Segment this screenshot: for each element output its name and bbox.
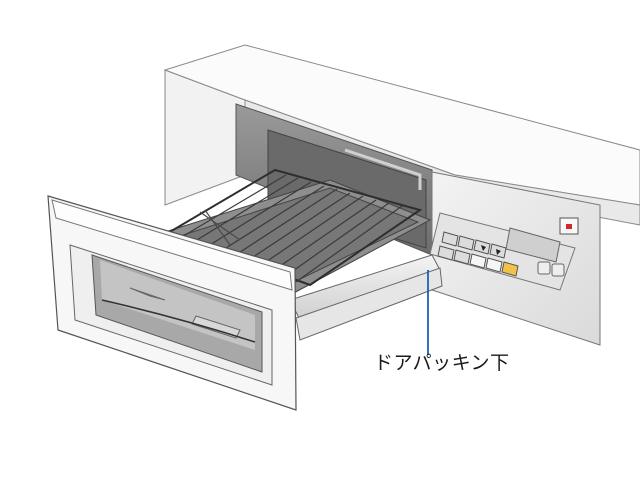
start-button[interactable]: [501, 261, 519, 277]
panel-button[interactable]: [551, 263, 565, 277]
triangle-right-icon: [496, 249, 501, 255]
drawer-rails: [289, 254, 443, 341]
panel-button[interactable]: [453, 249, 471, 265]
display-window: [505, 227, 561, 263]
panel-button[interactable]: [469, 253, 487, 269]
control-panel: [429, 171, 601, 346]
panel-button[interactable]: [485, 257, 503, 273]
panel-button[interactable]: [537, 261, 551, 275]
triangle-left-icon: [481, 245, 486, 251]
door-gasket-label: ドアパッキン下: [374, 352, 510, 374]
indicator-light: [566, 224, 572, 229]
drawer-door: [47, 195, 297, 411]
panel-button[interactable]: [437, 245, 455, 261]
panel-button[interactable]: [457, 235, 475, 251]
panel-button[interactable]: [441, 231, 459, 247]
